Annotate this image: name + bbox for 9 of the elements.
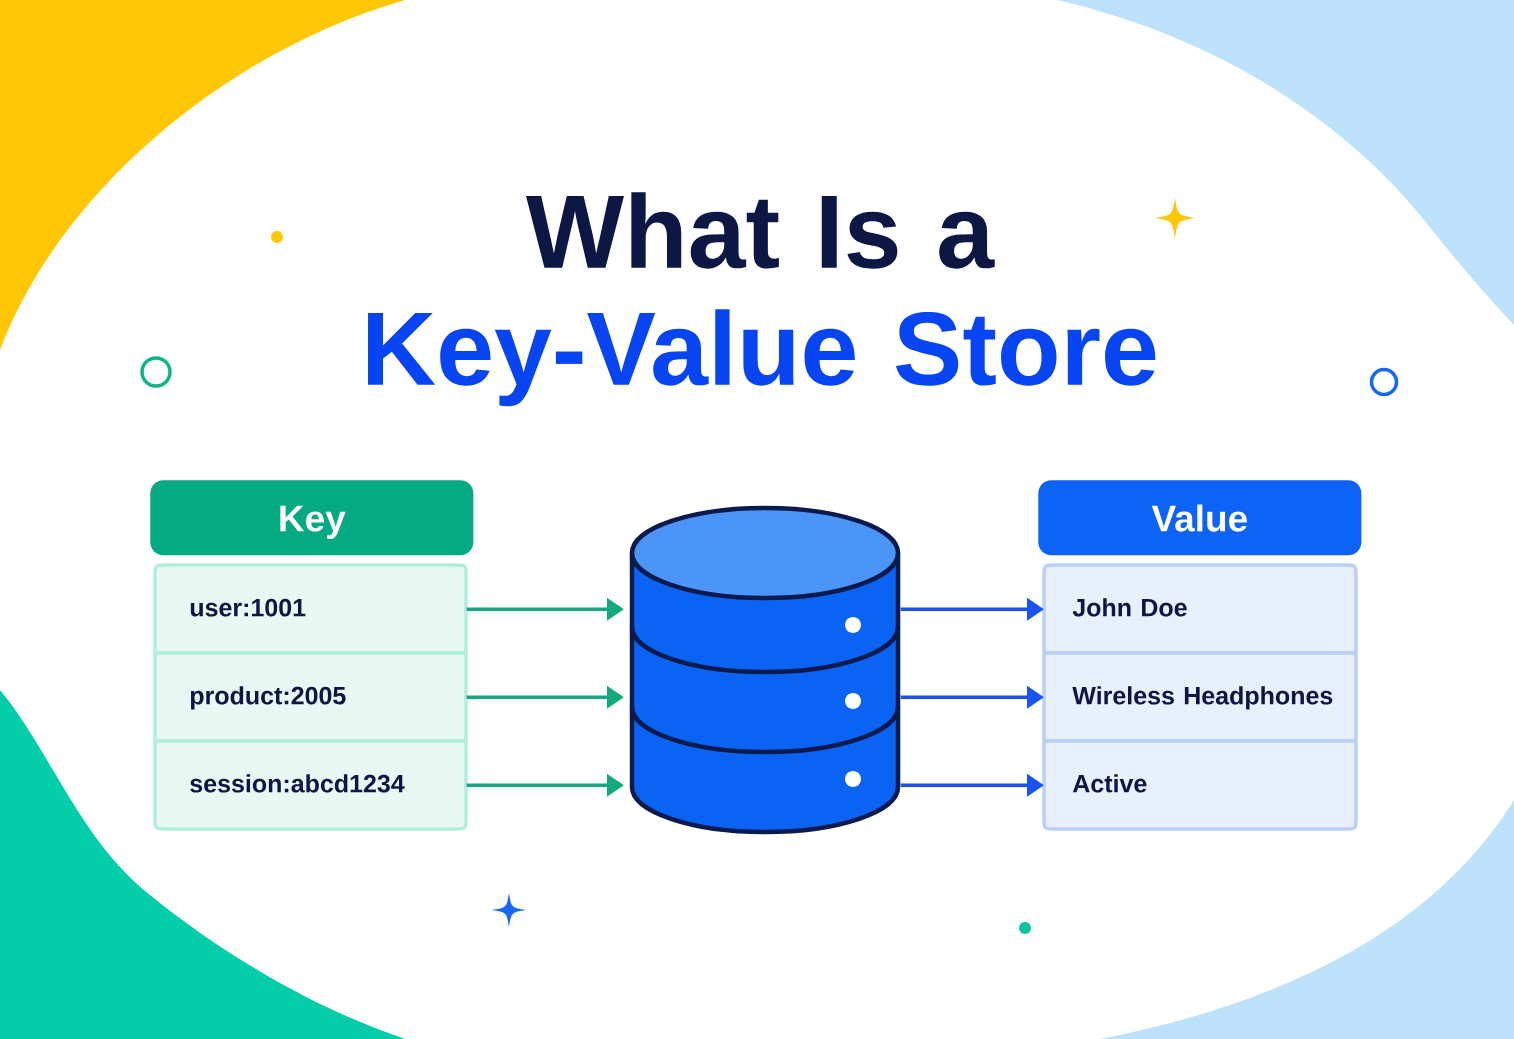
table-row: Wireless Headphones bbox=[1042, 651, 1358, 743]
table-row: user:1001 bbox=[153, 563, 468, 655]
table-row: John Doe bbox=[1042, 563, 1358, 655]
column-header: Key bbox=[150, 480, 474, 556]
table-row: product:2005 bbox=[153, 651, 468, 743]
table-row: Active bbox=[1042, 739, 1358, 831]
title: What Is a Key-Value Store bbox=[368, 192, 1156, 407]
column-header: Value bbox=[1038, 480, 1362, 556]
table-row: session:abcd1234 bbox=[153, 739, 468, 831]
